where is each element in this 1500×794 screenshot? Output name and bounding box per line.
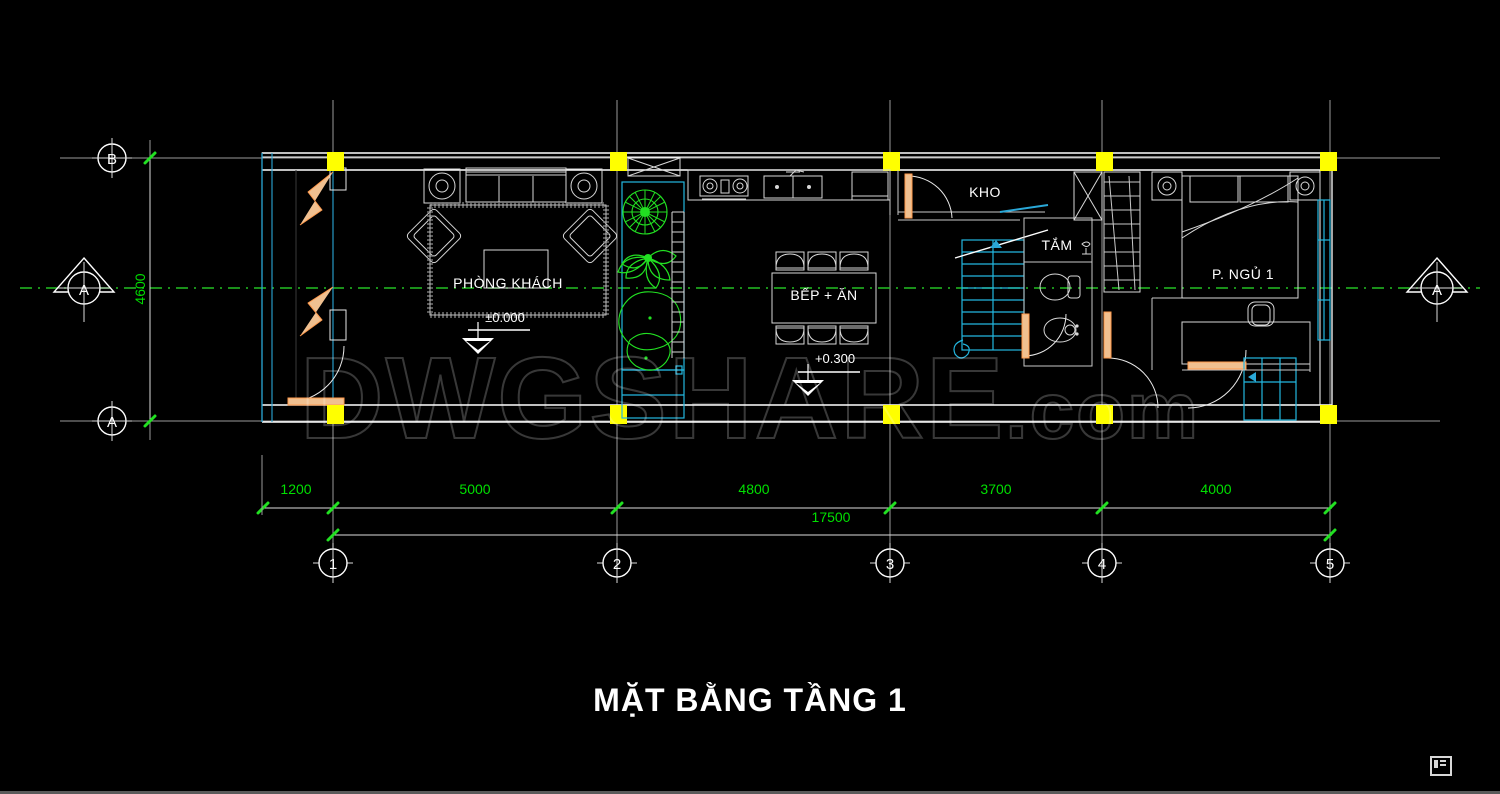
- section-marker-left: [52, 256, 116, 322]
- hall-door[interactable]: [1103, 311, 1159, 409]
- dimension-text-4000: 4000: [1200, 481, 1231, 497]
- staircase-main: [953, 229, 1049, 359]
- plant-flower-mid: [617, 249, 677, 289]
- room-label-storage: KHO: [969, 184, 1001, 200]
- level-text-kitchen: +0.300: [815, 351, 855, 366]
- wardrobe: [1073, 171, 1141, 293]
- dimension-total-line: [326, 528, 1337, 542]
- hall-partitions: [1151, 297, 1311, 372]
- dimension-text-3700: 3700: [980, 481, 1011, 497]
- grid-label-2: 2: [613, 556, 621, 573]
- kitchen-counter: [687, 169, 891, 201]
- folding-door-middle[interactable]: [299, 286, 347, 341]
- level-marker-kitchen: [792, 364, 860, 396]
- room-label-living: PHÒNG KHÁCH: [453, 275, 563, 291]
- drawing-title: MẶT BẰNG TẦNG 1: [593, 682, 907, 718]
- wall-grille-detail: [671, 211, 685, 358]
- dimension-text-total: 17500: [812, 509, 851, 525]
- room-label-bedroom1: P. NGỦ 1: [1212, 265, 1274, 282]
- grid-label-3: 3: [886, 556, 894, 573]
- bathroom: [1023, 217, 1093, 367]
- grid-label-1: 1: [329, 556, 337, 573]
- dimension-text-5000: 5000: [459, 481, 490, 497]
- grid-label-4: 4: [1098, 556, 1106, 573]
- storage-door[interactable]: [904, 173, 953, 219]
- storage-room: [889, 170, 1049, 221]
- section-marker-right: [1405, 256, 1469, 322]
- bathroom-door[interactable]: [1021, 313, 1067, 359]
- bedroom-window: [1317, 199, 1331, 341]
- grid-label-B: B: [107, 151, 117, 168]
- grid-label-A: A: [107, 414, 117, 431]
- plant-flower-top: [622, 189, 668, 235]
- grid-label-5: 5: [1326, 556, 1334, 573]
- light-well-garden: [617, 157, 685, 419]
- level-marker-living: [462, 322, 530, 354]
- section-label-right: A: [1432, 282, 1442, 299]
- status-bar: [0, 791, 1500, 794]
- dimension-text-4800: 4800: [738, 481, 769, 497]
- grid-bubbles-left: [92, 138, 132, 441]
- dimension-vertical-line: [143, 151, 157, 428]
- dining-set: [771, 251, 877, 345]
- plant-shrub: [618, 291, 682, 371]
- staircase-secondary: [1243, 357, 1297, 421]
- grid-bubbles-bottom: [313, 543, 1350, 583]
- room-label-bathroom: TẮM: [1041, 236, 1072, 253]
- bedroom-door[interactable]: [1187, 349, 1247, 409]
- layout-tab-icon[interactable]: [1430, 756, 1452, 776]
- folding-door-upper[interactable]: [299, 167, 347, 226]
- living-room-furniture: [406, 167, 618, 318]
- section-label-left: A: [79, 282, 89, 299]
- room-label-kitchen: BẾP + ĂN: [790, 287, 857, 303]
- dimension-text-4600: 4600: [132, 273, 148, 304]
- entry-swing-door[interactable]: [287, 345, 345, 406]
- structural-columns: [327, 152, 1337, 424]
- dimension-chain-primary: [256, 455, 1337, 515]
- dimension-text-1200: 1200: [280, 481, 311, 497]
- level-text-living: ±0.000: [485, 310, 525, 325]
